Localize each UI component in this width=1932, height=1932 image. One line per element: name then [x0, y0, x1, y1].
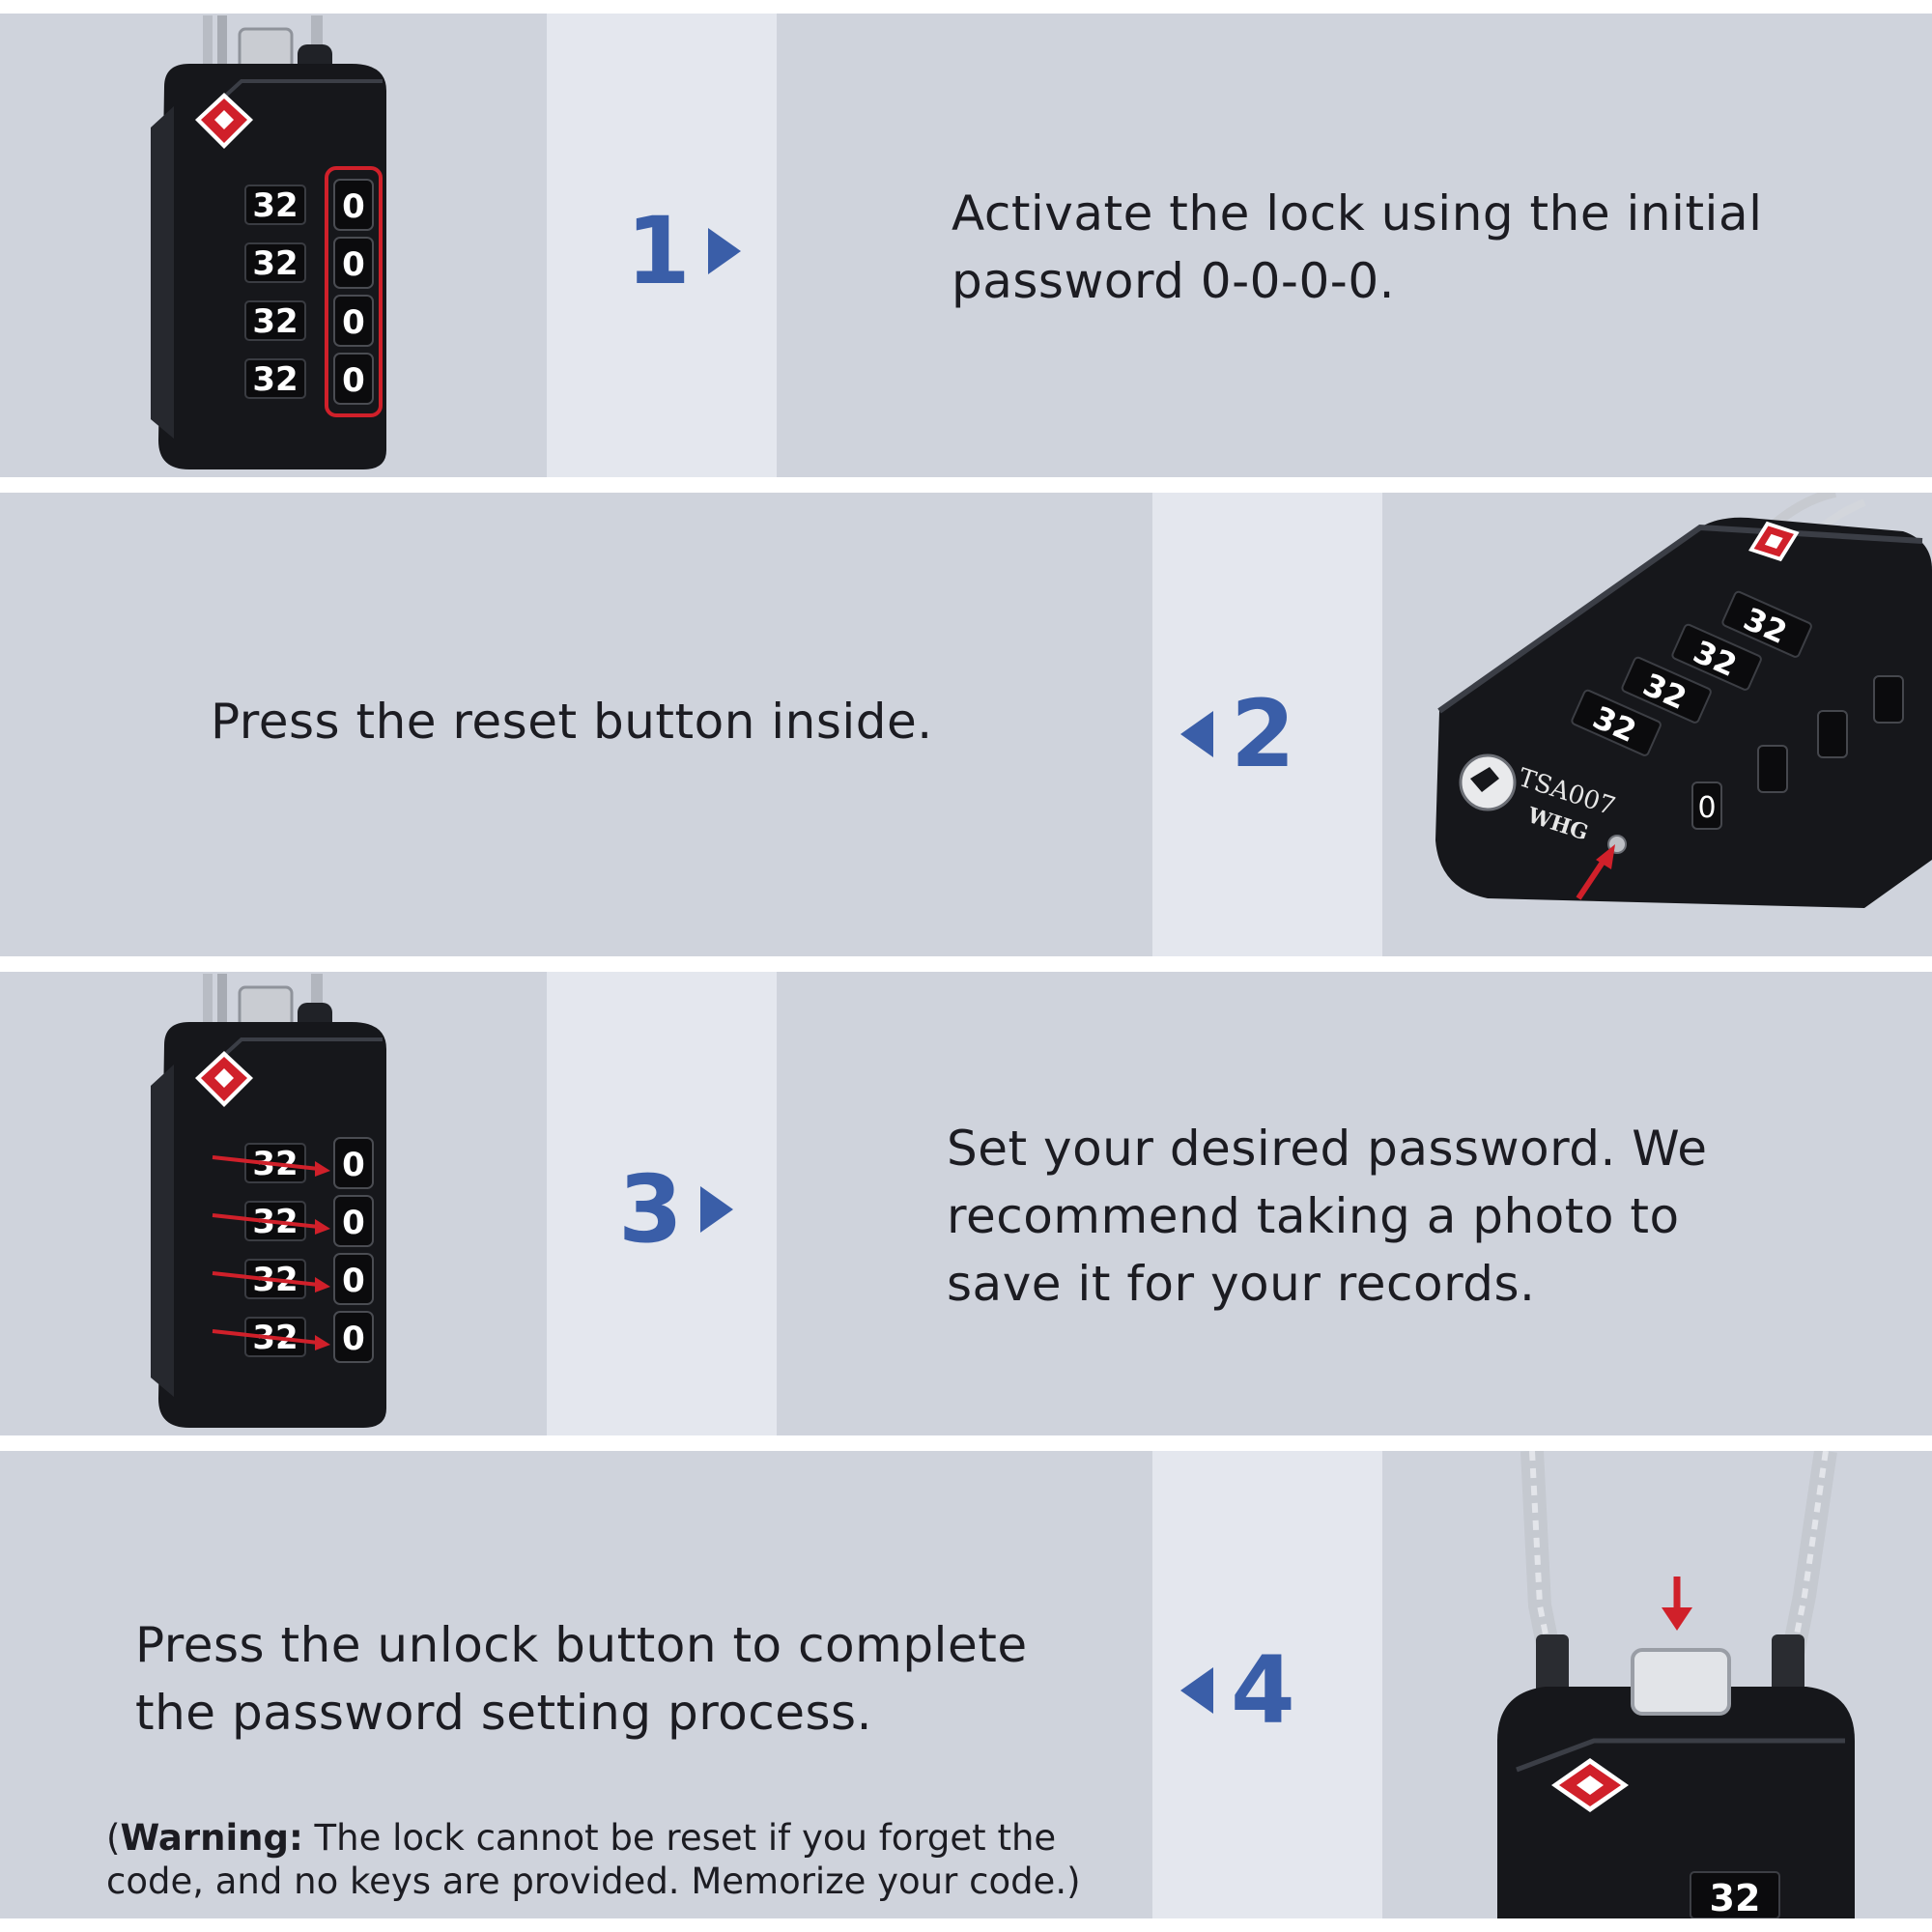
red-arrow-icon: [1662, 1577, 1692, 1631]
cable: [217, 15, 227, 73]
warning-text: The lock cannot be reset if you forget t…: [302, 1817, 1057, 1859]
text-line: password 0-0-0-0.: [952, 253, 1396, 309]
text-line: save it for your records.: [947, 1256, 1536, 1312]
vertical-lock-image-3: 32 32 32 32 0 0 0 0: [151, 974, 386, 1428]
red-arrow-icon: [1576, 844, 1615, 900]
tsa-diamond-icon: [195, 1051, 253, 1107]
step-3-number-strip: [547, 972, 777, 1435]
triangle-left-icon: [1180, 1667, 1213, 1714]
unlock-button-lock-image: 32: [1497, 1451, 1855, 1918]
dial-digit: 0: [1697, 791, 1716, 825]
text-line: Press the unlock button to complete: [135, 1617, 1028, 1673]
tilted-lock-image: 32 32 32 32 0 TSA007: [1435, 493, 1932, 908]
step-3-band: 32 32 32 32 0 0 0 0 3: [0, 972, 1932, 1435]
text-line: Set your desired password. We: [947, 1121, 1708, 1177]
dial-digit: 0: [342, 303, 365, 342]
step-number-text: 2: [1231, 680, 1295, 788]
step-3-text: Set your desired password. We recommend …: [947, 1115, 1708, 1318]
text-line: recommend taking a photo to: [947, 1188, 1680, 1244]
dial-digits: 32: [252, 302, 298, 341]
warning-label: Warning:: [120, 1817, 303, 1859]
step-number-text: 4: [1231, 1636, 1295, 1745]
dial-digit: 0: [342, 1146, 365, 1184]
dial-digits: 32: [252, 360, 298, 399]
lock-side-grip: [151, 106, 174, 439]
text-line: Press the reset button inside.: [211, 694, 933, 750]
warning-open: (: [106, 1817, 121, 1859]
step-2-band: Press the reset button inside. 2 32 32: [0, 493, 1932, 956]
step-2-text: Press the reset button inside.: [211, 688, 933, 755]
tsa-diamond-icon: [1551, 1758, 1629, 1812]
triangle-right-icon: [699, 1186, 733, 1233]
text-line: Activate the lock using the initial: [952, 185, 1763, 242]
dial-digit: 0: [342, 1262, 365, 1300]
dial: [1690, 1871, 1780, 1918]
lock-bevel: [1437, 524, 1923, 714]
lock-bevel: [1516, 1738, 1845, 1773]
dial-column-left: 32 32 32 32: [244, 185, 306, 399]
step-number-1: 1: [626, 205, 741, 298]
step-1-band: 32 32 32 32 0 0 0 0 1 Activate the lock …: [0, 14, 1932, 477]
cable: [203, 15, 213, 73]
step-number-text: 1: [626, 197, 691, 305]
cable-ferrule: [1772, 1634, 1804, 1702]
step-4-band: Press the unlock button to complete the …: [0, 1451, 1932, 1918]
dial-column-right: 0 0 0 0: [333, 1137, 374, 1363]
key-cylinder: [1459, 753, 1517, 811]
dial-digit: 0: [342, 361, 365, 400]
warning-note: (Warning: The lock cannot be reset if yo…: [106, 1816, 1081, 1903]
red-arrow-icon: [212, 1155, 330, 1350]
triangle-right-icon: [707, 228, 741, 274]
text-line: the password setting process.: [135, 1685, 872, 1741]
cable: [203, 974, 213, 1032]
tsa-diamond-icon: [195, 93, 253, 149]
cable: [217, 974, 227, 1032]
tsa-diamond-icon: [1748, 521, 1800, 562]
cable-ferrule: [1536, 1634, 1569, 1702]
dial-digit: 0: [342, 245, 365, 284]
dial-digit: 0: [342, 187, 365, 226]
dial-digit: 0: [342, 1204, 365, 1242]
step-number-3: 3: [618, 1163, 733, 1256]
triangle-left-icon: [1180, 711, 1213, 757]
vertical-lock-image-1: 32 32 32 32 0 0 0 0: [151, 15, 386, 469]
step-number-2: 2: [1180, 688, 1295, 781]
dial-digit: 0: [342, 1320, 365, 1358]
highlight-box: [325, 166, 383, 417]
step-number-4: 4: [1180, 1644, 1295, 1737]
step-4-text: Press the unlock button to complete the …: [135, 1611, 1028, 1747]
lock-side-grip: [151, 1065, 174, 1397]
unlock-button: [1631, 1648, 1731, 1716]
dial-digits: 32: [252, 186, 298, 225]
dial-column-right: 0 0 0 0: [333, 179, 374, 405]
side-dial-row: 0: [1691, 675, 1904, 830]
dial-digits: 32: [1710, 1877, 1761, 1918]
warning-line: code, and no keys are provided. Memorize…: [106, 1861, 1081, 1902]
lock-body: [1497, 1687, 1855, 1918]
warning-line: (Warning: The lock cannot be reset if yo…: [106, 1816, 1081, 1860]
dial-digits: 32: [252, 244, 298, 283]
step-number-text: 3: [618, 1155, 683, 1264]
step-1-text: Activate the lock using the initial pass…: [952, 180, 1762, 315]
